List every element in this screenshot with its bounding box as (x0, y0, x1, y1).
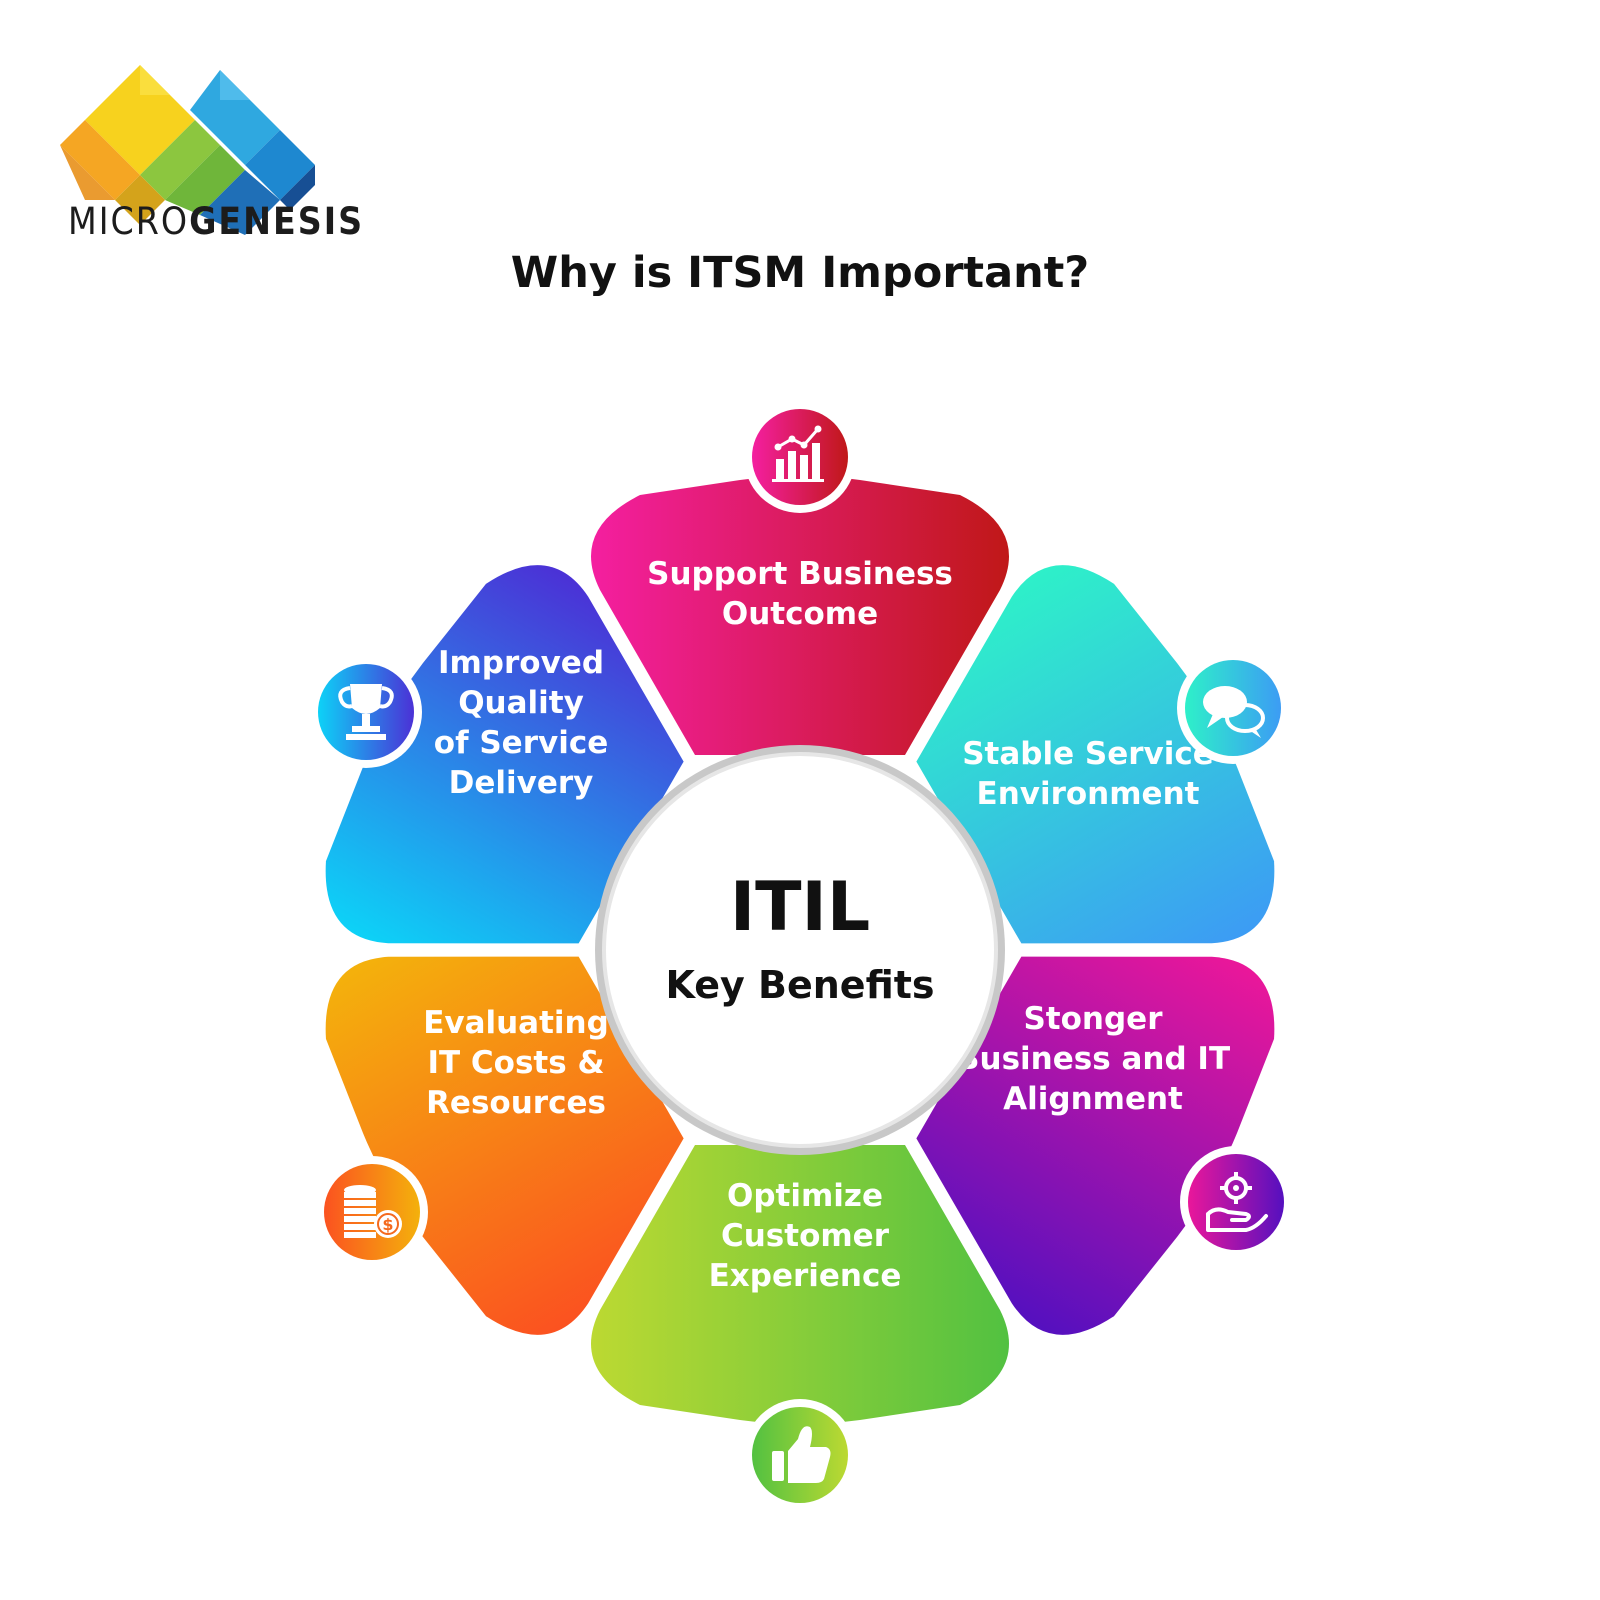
page-title: Why is ITSM Important? (510, 248, 1090, 298)
center-hub (612, 762, 988, 1138)
petal-shape (591, 476, 1009, 755)
bar-chart-growth-icon (772, 425, 824, 482)
benefit-label-line: Optimize (727, 1178, 883, 1214)
center-subtitle: Key Benefits (665, 963, 934, 1007)
benefit-label-line: Resources (426, 1085, 606, 1121)
icon-badge (744, 1399, 856, 1511)
brand-name-light: MICRO (68, 200, 190, 243)
brand-name-bold: GENESIS (189, 200, 365, 243)
benefit-label-line: Customer (721, 1218, 890, 1254)
benefit-label-line: of Service (434, 725, 608, 761)
benefit-petal: Evaluating IT Costs & Resources $ (316, 956, 684, 1335)
icon-badge: $ (316, 1156, 428, 1268)
microgenesis-logo-mark (60, 65, 315, 235)
petal-shape (916, 565, 1275, 944)
center-title: ITIL (730, 868, 870, 947)
svg-text:$: $ (382, 1215, 393, 1234)
benefit-label-line: Environment (977, 776, 1200, 812)
petal-shape (325, 956, 684, 1335)
benefit-label-line: Stable Service (962, 736, 1214, 772)
icon-badge (1180, 1146, 1292, 1258)
benefit-label-line: Improved (438, 645, 604, 681)
icon-badge (744, 401, 856, 513)
benefit-label-line: Support Business (647, 556, 953, 592)
petal-shape (325, 565, 684, 944)
coins-dollar-icon: $ (344, 1185, 402, 1238)
trophy-icon (338, 684, 394, 740)
brand-wordmark: MICROGENESIS (68, 200, 364, 243)
hand-gear-icon (1206, 1172, 1268, 1232)
petal-shape (591, 1145, 1009, 1424)
icon-badge (1177, 652, 1289, 764)
benefit-label-line: Evaluating (423, 1005, 609, 1041)
benefit-label-line: Experience (709, 1258, 902, 1294)
chat-bubbles-icon (1203, 686, 1265, 738)
thumbs-up-icon (772, 1426, 831, 1483)
benefit-label-line: Delivery (449, 765, 594, 801)
petal-shape (916, 956, 1275, 1335)
benefit-label-line: Quality (458, 685, 584, 721)
benefit-label-line: Stonger (1023, 1001, 1163, 1037)
benefit-label-line: Outcome (722, 596, 878, 632)
benefit-label-line: IT Costs & (427, 1045, 604, 1081)
icon-badge (310, 656, 422, 768)
benefit-label-line: Alignment (1003, 1081, 1183, 1117)
benefit-label-line: Business and IT (956, 1041, 1230, 1077)
